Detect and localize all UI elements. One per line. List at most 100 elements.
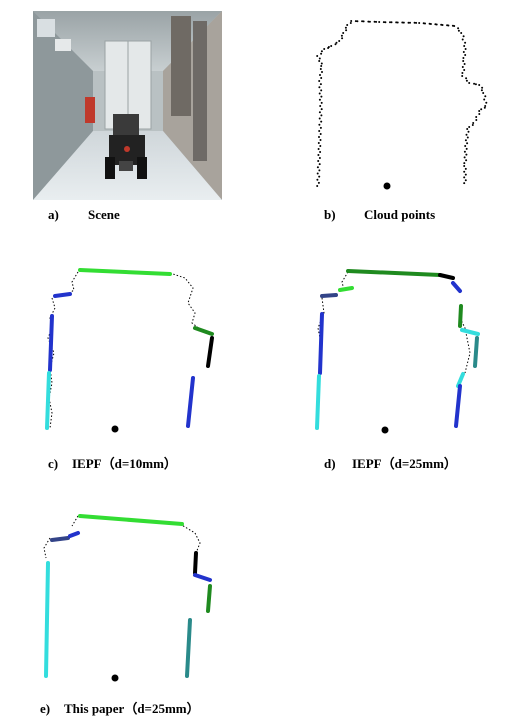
cloud-point	[464, 48, 467, 50]
cloud-point	[320, 50, 323, 53]
point-trace	[459, 317, 471, 374]
cloud-point	[415, 21, 418, 24]
cloud-point	[338, 40, 341, 42]
cloud-point	[478, 113, 481, 115]
cloud-point	[317, 154, 320, 156]
cloud-point	[318, 157, 321, 159]
cloud-point	[473, 82, 476, 85]
cloud-point	[320, 62, 323, 65]
cloud-point	[424, 22, 426, 25]
cloud-point	[320, 77, 323, 79]
cloud-point	[319, 83, 322, 86]
cloud-point	[319, 133, 322, 135]
cloud-point	[319, 105, 322, 107]
cloud-point	[485, 101, 488, 104]
cloud-point	[319, 126, 322, 129]
cloud-point	[441, 24, 444, 26]
panel-caption: Cloud points	[364, 207, 436, 222]
panel-label: c)	[48, 456, 59, 471]
segment-black	[193, 551, 198, 575]
cloud-point	[463, 63, 466, 65]
segment-blue	[48, 314, 54, 372]
segment-blue	[454, 384, 462, 428]
cloud-point	[344, 26, 347, 29]
cloud-point	[463, 165, 466, 167]
cloud-point	[318, 111, 321, 114]
segment-blue	[193, 573, 212, 582]
segment-teal	[473, 336, 479, 368]
cloud-point	[382, 21, 385, 24]
caption-e: e)This paper（d=25mm）	[40, 698, 200, 717]
cloud-point	[320, 95, 323, 98]
point-trace	[169, 272, 206, 334]
panel-label: a)	[48, 207, 59, 222]
cloud-point	[447, 24, 450, 27]
segment-blue	[318, 312, 324, 375]
cloud-point	[320, 52, 323, 55]
cloud-point	[318, 169, 321, 172]
cloud-point	[483, 98, 486, 101]
caption-d: d)IEPF（d=25mm）	[324, 453, 457, 472]
cloud-point	[389, 21, 391, 24]
cloud-point	[318, 86, 321, 89]
robot-position-marker	[111, 425, 119, 433]
cloud-point	[463, 150, 466, 153]
segment-cyan	[315, 374, 321, 430]
cloud-point	[367, 20, 370, 23]
iepf-10mm-plot	[30, 258, 230, 443]
cloud-point	[320, 114, 323, 117]
cloud-point	[465, 159, 468, 162]
cloud-point	[463, 182, 466, 185]
cloud-point	[319, 145, 322, 147]
this-paper-25mm-plot	[30, 508, 230, 688]
cloud-point	[368, 20, 371, 23]
cloud-point	[318, 130, 321, 132]
point-trace	[179, 523, 201, 554]
cloud-point	[345, 29, 348, 32]
cloud-point	[316, 178, 319, 181]
cloud-point	[471, 124, 474, 126]
cloud-point	[409, 21, 411, 24]
cloud-point	[468, 126, 471, 128]
scene-photo	[33, 11, 222, 200]
cloud-point	[317, 148, 320, 150]
cloud-point	[320, 65, 323, 67]
cloud-point	[334, 43, 337, 46]
cloud-point	[461, 66, 464, 68]
segment-cyan	[44, 561, 50, 678]
cloud-point	[373, 20, 376, 23]
cloud-point	[356, 20, 359, 23]
cloud-point	[378, 21, 381, 23]
cloud-point	[465, 79, 468, 82]
cloud-point	[463, 170, 466, 173]
cloud-point	[461, 38, 464, 41]
point-trace	[71, 515, 79, 527]
cloud-point	[464, 41, 467, 44]
caption-a: a)Scene	[48, 207, 120, 223]
cloud-point	[463, 156, 466, 159]
cloud-point	[318, 57, 321, 60]
cloud-point	[340, 34, 343, 37]
cloud-point	[453, 25, 456, 27]
cloud-point	[361, 20, 364, 23]
segment-navy	[50, 536, 70, 542]
cloud-point	[464, 54, 467, 56]
cloud-point	[484, 95, 487, 98]
cloud-point	[354, 20, 357, 23]
panel-label: e)	[40, 701, 51, 716]
cloud-point	[316, 166, 319, 169]
cloud-point	[384, 21, 387, 24]
cloud-point	[480, 89, 483, 92]
segment-bright-green	[338, 286, 354, 292]
cloud-point	[390, 21, 393, 24]
cloud-point	[318, 163, 321, 166]
segment-black	[206, 336, 214, 368]
point-trace	[43, 537, 51, 559]
cloud-point	[323, 48, 326, 50]
cloud-point	[463, 162, 466, 165]
panel-label: d)	[324, 456, 336, 471]
segment-navy	[320, 293, 338, 298]
caption-b: b)Cloud points	[324, 207, 435, 223]
cloud-point	[466, 136, 469, 139]
segment-teal	[185, 618, 192, 678]
